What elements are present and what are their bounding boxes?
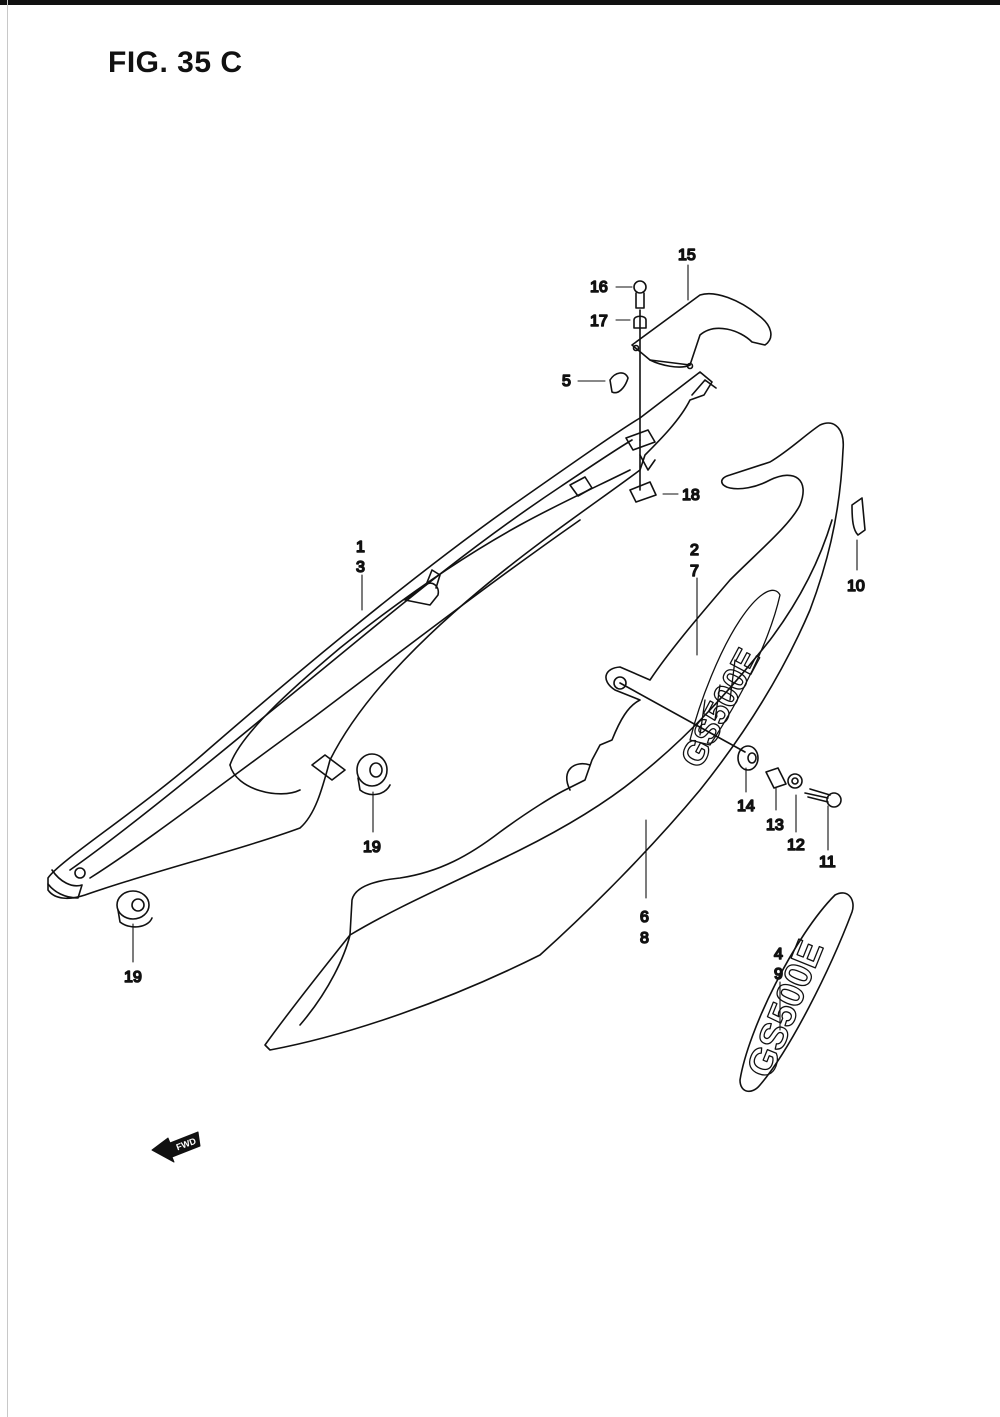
callout-4: 4 xyxy=(774,946,783,963)
small-clip-part-10 xyxy=(851,497,866,536)
nut-clips-part-18 xyxy=(625,429,657,503)
top-border xyxy=(0,0,1000,5)
callout-15: 15 xyxy=(678,247,696,264)
side-emblem-text: GS500E xyxy=(674,642,768,773)
frame-cover-outer: GS500E xyxy=(264,422,845,1051)
grommet-part-19-lower xyxy=(116,890,153,928)
side-emblem-graphic: GS500E xyxy=(673,589,781,774)
callout-11: 11 xyxy=(819,854,836,871)
grommet-part-19-upper xyxy=(356,753,391,796)
leader-lines xyxy=(132,264,858,1031)
callout-13: 13 xyxy=(766,817,784,834)
callout-14: 14 xyxy=(737,798,755,815)
callout-18: 18 xyxy=(682,487,700,504)
rear-bracket-cover xyxy=(631,292,772,370)
callout-12: 12 xyxy=(787,837,805,854)
callout-3: 3 xyxy=(356,559,365,576)
callout-8: 8 xyxy=(640,930,649,947)
collar-part-13 xyxy=(765,767,787,789)
forward-arrow-icon: FWD xyxy=(151,1131,201,1163)
callouts: 1 3 2 7 4 9 5 6 8 10 11 12 13 14 15 16 1… xyxy=(123,246,865,987)
bolt-shank-part-11 xyxy=(804,792,829,799)
washer-part-12 xyxy=(787,773,803,789)
left-scan-edge xyxy=(7,0,8,1417)
figure-title: FIG. 35 C xyxy=(108,46,243,79)
callout-7: 7 xyxy=(690,563,699,580)
bolt-head-icon xyxy=(826,792,842,808)
callout-16: 16 xyxy=(590,279,608,296)
screw-head-icon xyxy=(633,280,647,294)
callout-19-lower: 19 xyxy=(124,969,142,986)
callout-5: 5 xyxy=(562,373,571,390)
callout-19-upper: 19 xyxy=(363,839,381,856)
callout-17: 17 xyxy=(590,313,608,330)
callout-10: 10 xyxy=(847,578,865,595)
bushing-part-14 xyxy=(737,745,759,771)
callout-1: 1 xyxy=(356,539,365,556)
callout-6: 6 xyxy=(640,909,649,926)
clip-part-5 xyxy=(609,372,629,394)
frame-cover-inner xyxy=(47,371,717,900)
emblem-part-4-9: GS500E xyxy=(739,892,854,1093)
callout-2: 2 xyxy=(690,542,699,559)
callout-9: 9 xyxy=(774,966,783,983)
screw-and-washer-stack xyxy=(633,280,647,491)
fastener-stack xyxy=(619,682,842,808)
emblem-text: GS500E xyxy=(739,934,832,1083)
